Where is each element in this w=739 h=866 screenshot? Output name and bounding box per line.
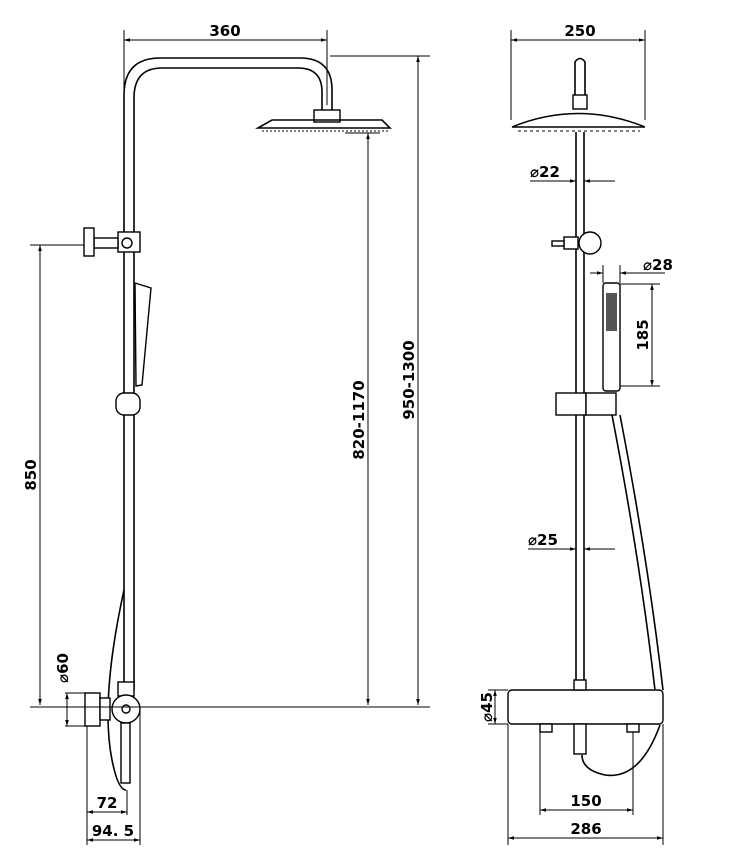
shower-head (254, 119, 392, 129)
thermostat-valve (507, 689, 664, 725)
dim-25-label: ⌀25 (528, 531, 558, 549)
dim-60-label: ⌀60 (54, 653, 72, 683)
slider-side (555, 392, 587, 416)
dim-185-label: 185 (634, 319, 652, 350)
dim-22-label: ⌀22 (530, 163, 560, 181)
slider (115, 392, 141, 416)
wall-connector (84, 692, 101, 727)
riser-pipe-outer (123, 57, 333, 690)
shower-head-side (511, 112, 646, 128)
dim-850-label: 850 (22, 459, 40, 490)
dim-950-1300-label: 950-1300 (400, 340, 418, 419)
dim-286-label: 286 (570, 820, 601, 838)
front-view: 360 850 820-1170 950-1300 ⌀60 72 94. 5 (22, 22, 430, 845)
dim-360-label: 360 (209, 22, 240, 40)
dim-45-label: ⌀45 (478, 692, 496, 722)
dim-250-label: 250 (564, 22, 595, 40)
dim-28-label: ⌀28 (643, 256, 673, 274)
dim-150-label: 150 (570, 792, 601, 810)
hand-shower (134, 282, 152, 387)
dim-72-label: 72 (97, 794, 118, 812)
hose-side (611, 414, 656, 691)
diverter-knob-icon (83, 227, 95, 257)
head-connector (313, 109, 341, 123)
dim-94-5-label: 94. 5 (92, 822, 134, 840)
dim-820-1170-label: 820-1170 (350, 380, 368, 459)
hose (107, 589, 127, 791)
side-view: 250 ⌀22 ⌀28 185 ⌀25 ⌀45 150 286 (478, 22, 673, 845)
riser-pipe-inner (133, 67, 323, 690)
shower-arm (574, 57, 586, 95)
